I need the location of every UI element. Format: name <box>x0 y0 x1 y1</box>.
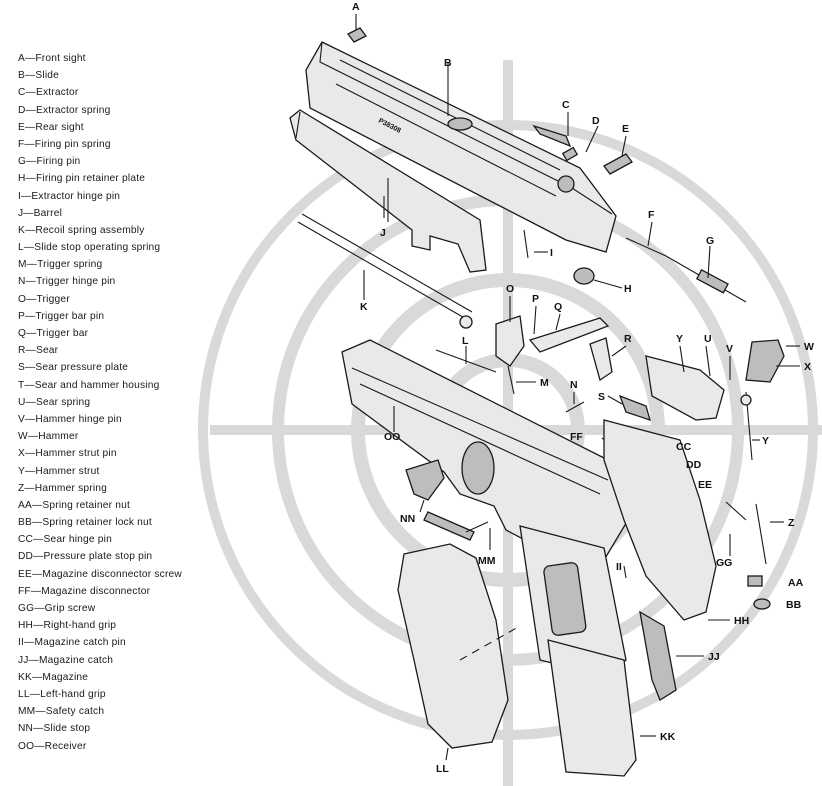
callout-bb: BB <box>786 599 802 611</box>
callout-jj: JJ <box>708 651 720 663</box>
callout-hh: HH <box>734 615 749 627</box>
barrel <box>289 109 487 273</box>
callout-y-top: Y <box>676 333 683 345</box>
callout-dd: DD <box>686 459 702 471</box>
callout-o: O <box>506 283 514 295</box>
magazine-group <box>519 525 704 777</box>
legend-item: Q—Trigger bar <box>18 328 89 339</box>
callout-s: S <box>598 391 605 403</box>
legend-item: W—Hammer <box>18 431 79 443</box>
callout-mm: MM <box>478 555 496 567</box>
callout-f: F <box>648 209 655 221</box>
firing-pin-group <box>523 221 747 303</box>
legend-item: R—Sear <box>18 345 59 357</box>
callout-ll: LL <box>436 763 449 775</box>
callout-l: L <box>462 335 469 347</box>
callout-d: D <box>592 115 600 127</box>
legend-item: X—Hammer strut pin <box>18 448 117 460</box>
legend-item: D—Extractor spring <box>18 104 111 116</box>
front-sight <box>347 14 367 43</box>
legend-item: CC—Sear hinge pin <box>18 534 113 546</box>
callout-labels: A B C D E F G H I J K L M N O P Q R S U … <box>352 1 814 775</box>
legend-item: N—Trigger hinge pin <box>18 276 116 288</box>
legend-item: U—Sear spring <box>18 396 91 408</box>
legend-item: A—Front sight <box>18 53 86 64</box>
callout-m: M <box>540 377 549 389</box>
callout-z: Z <box>788 517 795 529</box>
hammer-group <box>645 339 800 610</box>
callout-k: K <box>360 301 368 313</box>
legend-item: S—Sear pressure plate <box>18 362 129 374</box>
callout-oo: OO <box>384 431 400 443</box>
legend-item: OO—Receiver <box>18 740 87 752</box>
callout-a: A <box>352 1 360 13</box>
callout-gg: GG <box>716 557 732 569</box>
callout-v: V <box>726 343 733 355</box>
callout-j: J <box>380 227 386 239</box>
legend-item: Y—Hammer strut <box>18 465 100 477</box>
callout-r: R <box>624 333 632 345</box>
legend-item: AA—Spring retainer nut <box>18 499 130 511</box>
callout-nn: NN <box>400 513 415 525</box>
callout-ff: FF <box>570 431 583 443</box>
left-hand-grip <box>397 543 521 761</box>
callout-b: B <box>444 57 452 69</box>
callout-aa: AA <box>788 577 804 589</box>
legend-item: KK—Magazine <box>18 671 89 683</box>
callout-e: E <box>622 123 629 135</box>
legend-item: JJ—Magazine catch <box>18 654 114 666</box>
callout-n: N <box>570 379 578 391</box>
legend-item: F—Firing pin spring <box>18 138 111 150</box>
legend-item: C—Extractor <box>18 87 79 99</box>
legend-item: M—Trigger spring <box>18 259 103 271</box>
callout-w: W <box>804 341 814 353</box>
callout-x: X <box>804 361 811 373</box>
right-hand-grip <box>603 419 730 621</box>
callout-ii: II <box>616 561 622 573</box>
legend-item: BB—Spring retainer lock nut <box>18 517 152 529</box>
legend-item: HH—Right-hand grip <box>18 620 117 632</box>
legend-item: NN—Slide stop <box>18 723 91 735</box>
slide: P38308 <box>305 41 617 253</box>
legend-item: E—Rear sight <box>18 121 84 133</box>
legend-item: B—Slide <box>18 70 60 82</box>
trigger-group <box>495 296 627 382</box>
legend-item: GG—Grip screw <box>18 603 96 614</box>
legend-item: FF—Magazine disconnector <box>18 585 151 597</box>
legend-item: MM—Safety catch <box>18 706 105 718</box>
legend-item: H—Firing pin retainer plate <box>18 173 146 185</box>
legend-item: P—Trigger bar pin <box>18 310 105 322</box>
callout-y-right: Y <box>762 435 769 447</box>
callout-cc: CC <box>676 441 692 453</box>
callout-q: Q <box>554 301 562 313</box>
legend-item: G—Firing pin <box>18 156 81 168</box>
slide-stop-and-safety <box>405 459 491 550</box>
legend-item: I—Extractor hinge pin <box>18 190 121 202</box>
legend-item: II—Magazine catch pin <box>18 637 126 649</box>
legend-item: T—Sear and hammer housing <box>18 379 160 391</box>
legend-item: O—Trigger <box>18 293 70 305</box>
legend-item: K—Recoil spring assembly <box>18 224 145 236</box>
legend-item: Z—Hammer spring <box>18 482 108 494</box>
callout-h: H <box>624 283 632 295</box>
callout-g: G <box>706 235 714 247</box>
callout-kk: KK <box>660 731 676 743</box>
legend-item: J—Barrel <box>18 207 63 219</box>
recoil-spring-assembly <box>297 213 473 329</box>
callout-p: P <box>532 293 539 305</box>
small-springs-and-pin <box>435 346 585 413</box>
legend-item: DD—Pressure plate stop pin <box>18 551 153 563</box>
legend-item: EE—Magazine disconnector screw <box>18 568 182 580</box>
receiver <box>341 339 629 567</box>
callout-i: I <box>550 247 553 259</box>
legend-item: L—Slide stop operating spring <box>18 242 161 254</box>
callout-c: C <box>562 99 570 111</box>
extractor-group <box>532 112 633 175</box>
callout-u: U <box>704 333 712 345</box>
callout-ee: EE <box>698 479 712 491</box>
legend-item: V—Hammer hinge pin <box>18 413 122 425</box>
legend-item: LL—Left-hand grip <box>18 688 106 700</box>
